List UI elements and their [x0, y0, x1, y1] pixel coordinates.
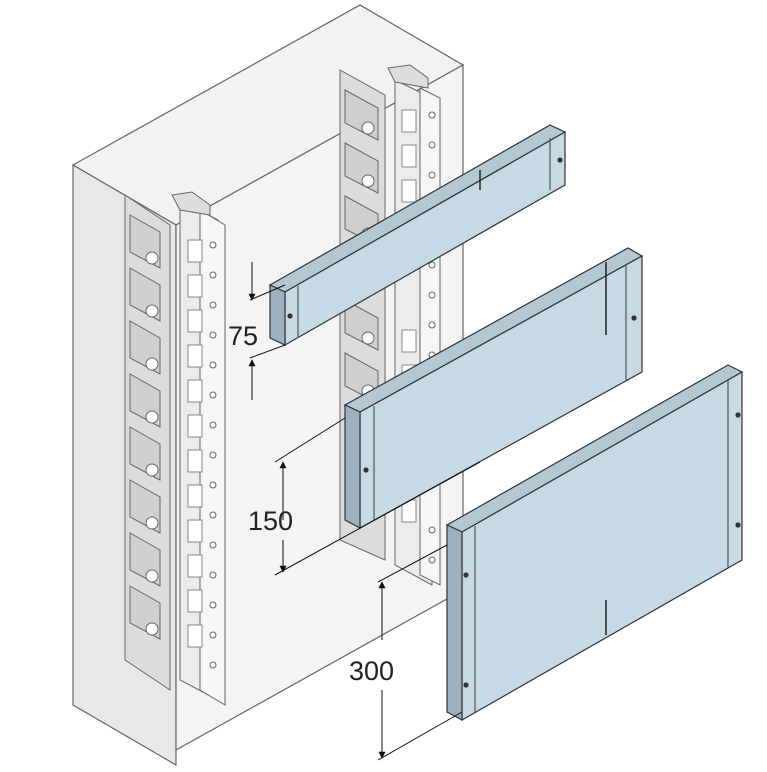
dim-300-ext-bottom: [377, 711, 463, 761]
panel-75-side: [269, 284, 286, 346]
panel-150-side: [344, 404, 361, 529]
dim-150-label: 150: [248, 506, 293, 536]
panel-300: [445, 364, 744, 722]
dim-150-ext-bottom: [274, 461, 481, 576]
panel-150: [343, 247, 644, 530]
dim-150-ext-top: [274, 417, 346, 463]
dimension-300: [377, 544, 463, 761]
dim-75-ext-bottom: [249, 344, 286, 359]
dim-75-label: 75: [228, 321, 258, 351]
panel-300-side: [446, 524, 463, 721]
dimension-75: [248, 262, 286, 400]
dimension-150: [274, 417, 481, 576]
left-mounting-rail: [124, 191, 226, 706]
dim-75-ext-top: [249, 284, 286, 301]
panel-75: [268, 124, 567, 347]
dim-300-ext-top: [377, 544, 448, 583]
dim-300-label: 300: [349, 656, 394, 686]
